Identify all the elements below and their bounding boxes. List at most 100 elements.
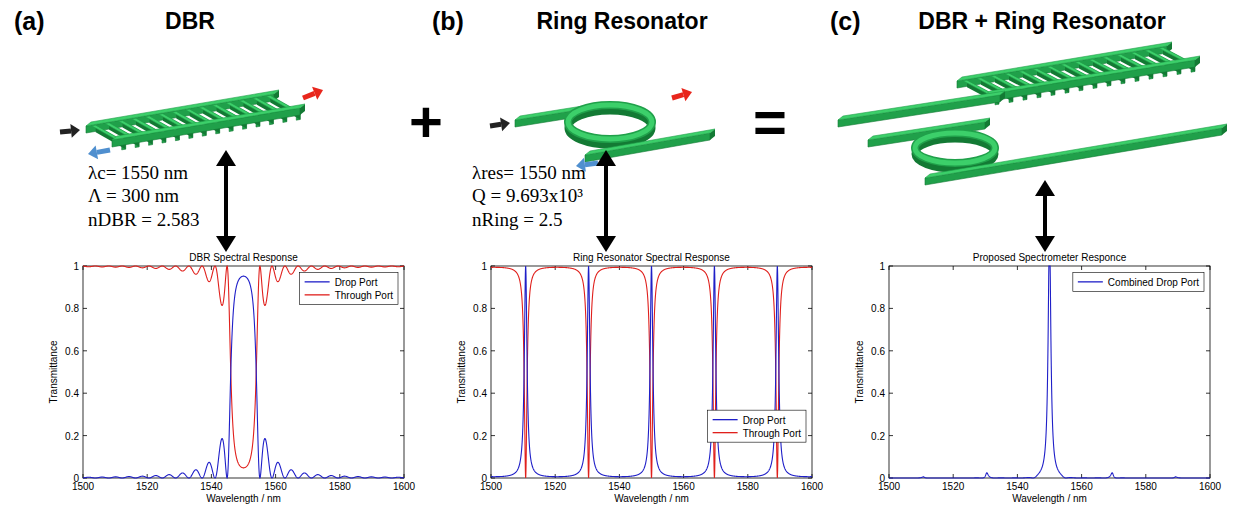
plot-title: Proposed Spectrometer Responce bbox=[973, 252, 1126, 263]
tick-label: 0.8 bbox=[65, 303, 79, 314]
tick bbox=[889, 266, 893, 267]
legend-box bbox=[708, 410, 806, 442]
tick bbox=[808, 308, 812, 309]
legend bbox=[300, 272, 398, 304]
tick bbox=[1017, 266, 1018, 270]
ring-top bbox=[915, 133, 995, 163]
double-arrow bbox=[604, 164, 608, 238]
axis-label: Transmittance bbox=[48, 341, 59, 404]
axis-label: Wavelength / nm bbox=[614, 493, 689, 504]
tick-label: 1500 bbox=[878, 481, 900, 492]
tick bbox=[211, 474, 212, 478]
tick bbox=[1206, 350, 1210, 351]
legend-text: Combined Drop Port bbox=[1108, 276, 1199, 287]
panel-letter: (c) bbox=[830, 8, 861, 36]
tick bbox=[1206, 266, 1210, 267]
tick-label: 1540 bbox=[1006, 481, 1028, 492]
legend-text: Through Port bbox=[743, 427, 801, 438]
tick bbox=[619, 266, 620, 270]
spectrum-curve bbox=[491, 267, 812, 478]
tick-label: 1 bbox=[73, 261, 79, 272]
tick bbox=[889, 435, 893, 436]
tick bbox=[747, 474, 748, 478]
tick bbox=[683, 266, 684, 270]
tick bbox=[400, 435, 404, 436]
tick bbox=[491, 266, 495, 267]
tick-label: 0.2 bbox=[65, 430, 79, 441]
plot-title: Ring Resonator Spectral Response bbox=[573, 252, 730, 263]
tick-label: 0.8 bbox=[473, 303, 487, 314]
waveguide-top bbox=[925, 124, 1227, 178]
tick-label: 1520 bbox=[136, 481, 158, 492]
spectrum-curve bbox=[889, 266, 1210, 478]
tick-label: 1520 bbox=[942, 481, 964, 492]
light-arrow bbox=[88, 146, 110, 160]
arrowhead bbox=[500, 117, 510, 131]
arrowhead bbox=[88, 146, 98, 160]
tick-label: 1540 bbox=[200, 481, 222, 492]
tick bbox=[808, 393, 812, 394]
waveguide-side bbox=[985, 60, 1195, 102]
bus-waveguide bbox=[925, 124, 1227, 185]
light-arrow bbox=[490, 117, 510, 131]
legend-sample bbox=[713, 432, 738, 433]
legend-box bbox=[1073, 272, 1204, 291]
legend-sample bbox=[1078, 281, 1103, 282]
tick-label: 1560 bbox=[1070, 481, 1092, 492]
waveguide-top bbox=[985, 56, 1200, 95]
ring bbox=[915, 133, 995, 169]
ring-side bbox=[915, 133, 995, 163]
tick bbox=[619, 474, 620, 478]
panel-title: DBR + Ring Resonator bbox=[918, 9, 1165, 34]
tick-label: 1540 bbox=[608, 481, 630, 492]
dbr-rail bbox=[985, 56, 1200, 102]
tick bbox=[808, 266, 812, 267]
plus-sign: + bbox=[409, 90, 443, 154]
legend-sample bbox=[305, 281, 330, 282]
tick bbox=[400, 350, 404, 351]
tick-label: 0.4 bbox=[871, 388, 885, 399]
plot-title: DBR Spectral Response bbox=[189, 252, 297, 263]
axis-label: Wavelength / nm bbox=[206, 493, 281, 504]
legend bbox=[1073, 272, 1204, 291]
tick-label: 1580 bbox=[737, 481, 759, 492]
legend-box bbox=[300, 272, 398, 304]
parameter: λc= 1550 nm bbox=[88, 163, 188, 184]
tick bbox=[400, 308, 404, 309]
light-arrow bbox=[60, 124, 80, 138]
arrow-shaft bbox=[490, 124, 501, 126]
plot-frame bbox=[889, 266, 1210, 478]
arrowhead bbox=[1035, 180, 1055, 196]
tick bbox=[491, 350, 495, 351]
tick-label: 0.2 bbox=[871, 430, 885, 441]
arrow-shaft bbox=[60, 131, 71, 132]
tick-label: 1560 bbox=[672, 481, 694, 492]
tick bbox=[812, 474, 813, 478]
tick-label: 0.6 bbox=[65, 345, 79, 356]
arrowhead bbox=[216, 150, 236, 166]
panel-title: DBR bbox=[165, 9, 215, 34]
equals-sign: = bbox=[753, 90, 787, 154]
parameter: λres= 1550 nm bbox=[472, 163, 586, 184]
waveguide-top bbox=[585, 129, 715, 155]
double-arrow bbox=[1043, 194, 1047, 238]
tick bbox=[1206, 435, 1210, 436]
plot-frame bbox=[491, 266, 812, 478]
tick-label: 1580 bbox=[329, 481, 351, 492]
tick-label: 0.6 bbox=[871, 345, 885, 356]
panel-title: Ring Resonator bbox=[536, 9, 707, 34]
axis-label: Wavelength / nm bbox=[1012, 493, 1087, 504]
legend-sample bbox=[713, 419, 738, 420]
waveguide-side bbox=[925, 128, 1222, 185]
parameter: nRing = 2.5 bbox=[472, 210, 562, 231]
parameter: Q = 9.693x10³ bbox=[472, 186, 583, 207]
spectrum-curve bbox=[83, 266, 404, 468]
spectrum-curve bbox=[83, 276, 404, 478]
tick bbox=[953, 474, 954, 478]
tick bbox=[491, 478, 495, 479]
tick-label: 0.8 bbox=[871, 303, 885, 314]
arrowhead bbox=[216, 236, 236, 252]
tick-label: 0.4 bbox=[473, 388, 487, 399]
light-arrow bbox=[672, 88, 692, 101]
